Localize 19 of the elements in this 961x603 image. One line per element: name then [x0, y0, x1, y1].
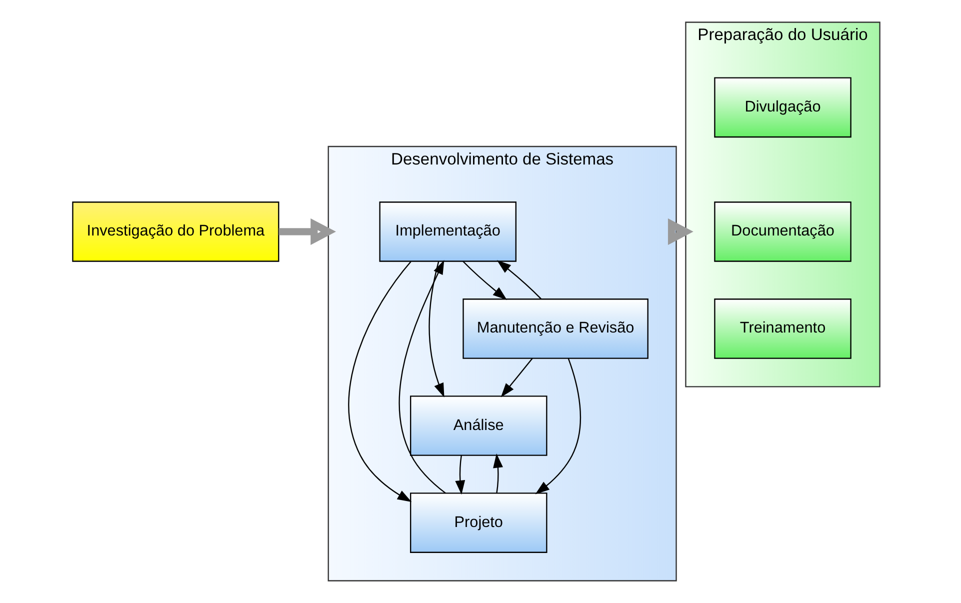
arrow	[462, 260, 506, 300]
arrow	[500, 358, 532, 398]
arrow	[534, 358, 580, 494]
arrow	[496, 260, 541, 300]
node-box: Divulgação	[714, 77, 851, 138]
node-box: Análise	[410, 396, 547, 456]
arrow	[398, 260, 446, 494]
arrow	[278, 218, 336, 245]
arrow	[454, 455, 465, 495]
node-box: Treinamento	[714, 298, 851, 359]
node-box: Implementação	[378, 202, 516, 262]
arrow	[428, 261, 444, 398]
node-box: Projeto	[410, 492, 547, 553]
node-box: Investigação do Problema	[72, 202, 279, 262]
node-box: Documentação	[714, 202, 851, 262]
arrow	[667, 218, 693, 245]
arrow	[348, 261, 412, 502]
arrow	[492, 454, 502, 493]
node-box: Manutenção e Revisão	[462, 298, 648, 359]
